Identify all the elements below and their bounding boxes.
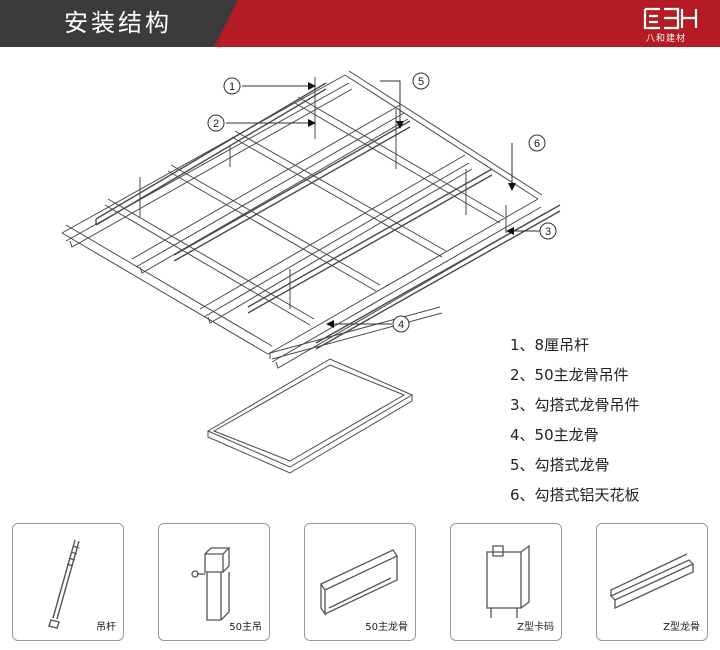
z-channel-icon bbox=[609, 553, 695, 610]
part-label: 50主吊 bbox=[229, 622, 262, 633]
part-card-main-hanger: 50主吊 bbox=[158, 523, 270, 641]
part-label: Z型卡码 bbox=[517, 622, 554, 633]
z-clip-icon bbox=[486, 544, 530, 618]
part-card-main-channel: 50主龙骨 bbox=[304, 523, 416, 641]
legend-item-3: 3、勾搭式龙骨吊件 bbox=[510, 396, 640, 414]
main-channel-icon bbox=[320, 549, 398, 617]
part-card-hanger-rod: 吊杆 bbox=[12, 523, 124, 641]
part-label: 50主龙骨 bbox=[365, 622, 408, 633]
part-card-z-clip: Z型卡码 bbox=[450, 523, 562, 641]
part-label: Z型龙骨 bbox=[663, 622, 700, 633]
ceiling-grid bbox=[61, 70, 561, 474]
legend-item-1: 1、8厘吊杆 bbox=[510, 336, 590, 354]
callout-6: 6 bbox=[534, 138, 540, 150]
brand-name: 八和建材 bbox=[645, 34, 686, 44]
callout-2: 2 bbox=[213, 118, 219, 130]
callout-1: 1 bbox=[229, 81, 235, 93]
callout-5: 5 bbox=[418, 76, 424, 88]
page-title: 安装结构 bbox=[64, 9, 172, 37]
component-legend: 1、8厘吊杆 2、50主龙骨吊件 3、勾搭式龙骨吊件 4、50主龙骨 5、勾搭式… bbox=[510, 330, 640, 510]
legend-item-2: 2、50主龙骨吊件 bbox=[510, 366, 629, 384]
part-card-z-channel: Z型龙骨 bbox=[596, 523, 708, 641]
header-bar: 安装结构 八和建材 bbox=[0, 0, 720, 47]
part-label: 吊杆 bbox=[96, 622, 116, 633]
installation-diagram: 1 2 3 4 5 6 bbox=[61, 70, 561, 474]
legend-item-4: 4、50主龙骨 bbox=[510, 426, 599, 444]
hanger-rod-icon bbox=[48, 539, 80, 629]
legend-item-6: 6、勾搭式铝天花板 bbox=[510, 486, 640, 504]
brand-logo-icon bbox=[643, 7, 698, 30]
callout-leaders bbox=[226, 80, 540, 325]
parts-row: 吊杆 50主吊 50主龙骨 bbox=[12, 523, 710, 641]
callout-4: 4 bbox=[398, 319, 404, 331]
header-title-tab bbox=[0, 0, 238, 47]
callout-3: 3 bbox=[545, 226, 551, 238]
callout-arrows bbox=[308, 82, 516, 328]
main-hanger-icon bbox=[191, 547, 231, 621]
callout-circles bbox=[207, 72, 557, 333]
legend-item-5: 5、勾搭式龙骨 bbox=[510, 456, 610, 474]
